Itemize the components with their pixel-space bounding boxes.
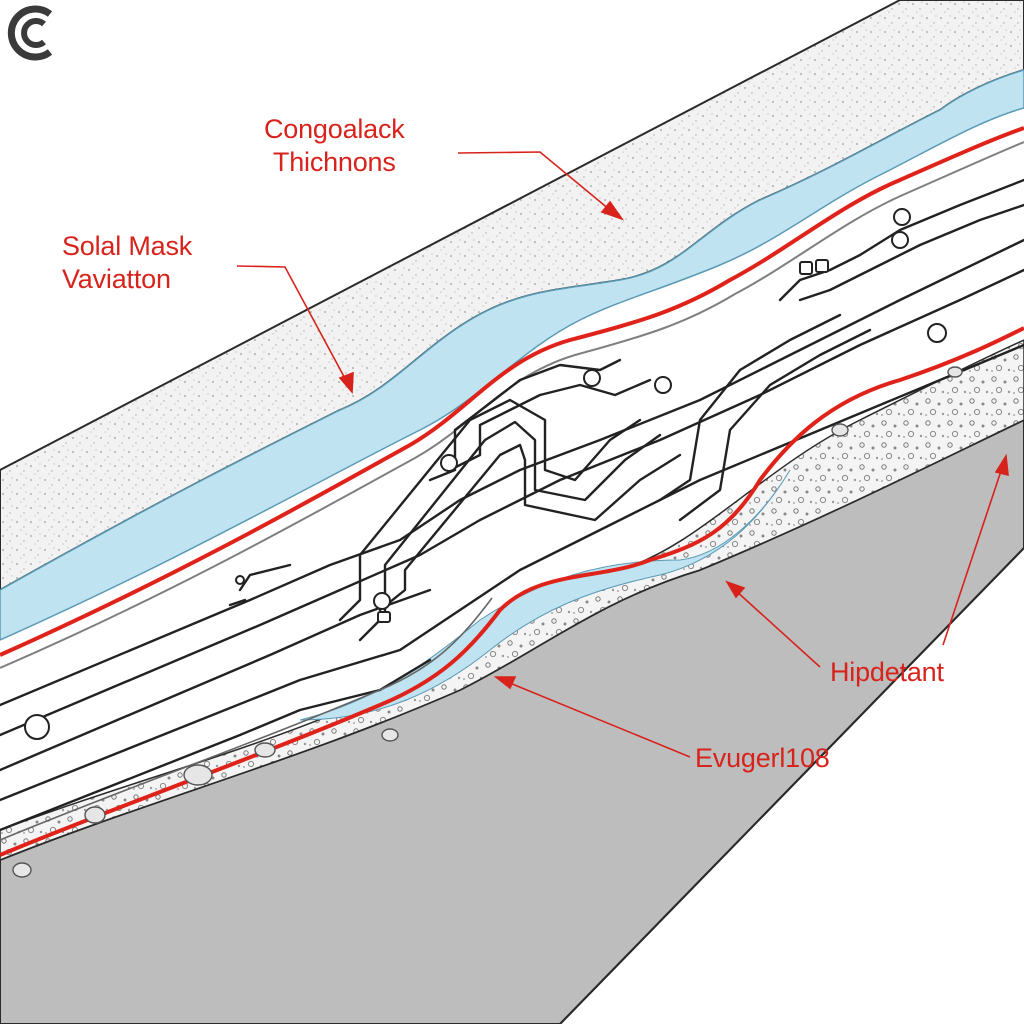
top-red-trace: [0, 126, 1024, 657]
annotation-left-line2: Vaviatton: [62, 264, 171, 294]
via-pads: [24, 208, 947, 740]
pebbles: [12, 366, 963, 878]
c-logo-icon: [7, 5, 53, 61]
annotation-top-line2: Thichnons: [272, 147, 396, 177]
annotation-bottom: Evugerl108: [695, 742, 830, 775]
annotation-right: Hipdetant: [830, 656, 944, 689]
lower-mask-blue: [299, 469, 791, 721]
substrate-front-edge: [559, 547, 1024, 1024]
top-gray-trace: [0, 141, 1024, 669]
annotation-top: Congoalack Thichnons: [264, 113, 405, 179]
bottom-gray-trace: [0, 597, 493, 841]
annotation-top-line1: Congoalack: [264, 114, 405, 144]
bottom-red-trace: [0, 326, 1024, 857]
leader-lines: [236, 151, 1009, 758]
annotation-left-line1: Solal Mask: [62, 231, 193, 261]
circuit-traces: [0, 178, 1024, 832]
annotation-right-text: Hipdetant: [830, 657, 944, 687]
annotation-bottom-text: Evugerl108: [695, 743, 830, 773]
annotation-left: Solal Mask Vaviatton: [62, 230, 192, 296]
